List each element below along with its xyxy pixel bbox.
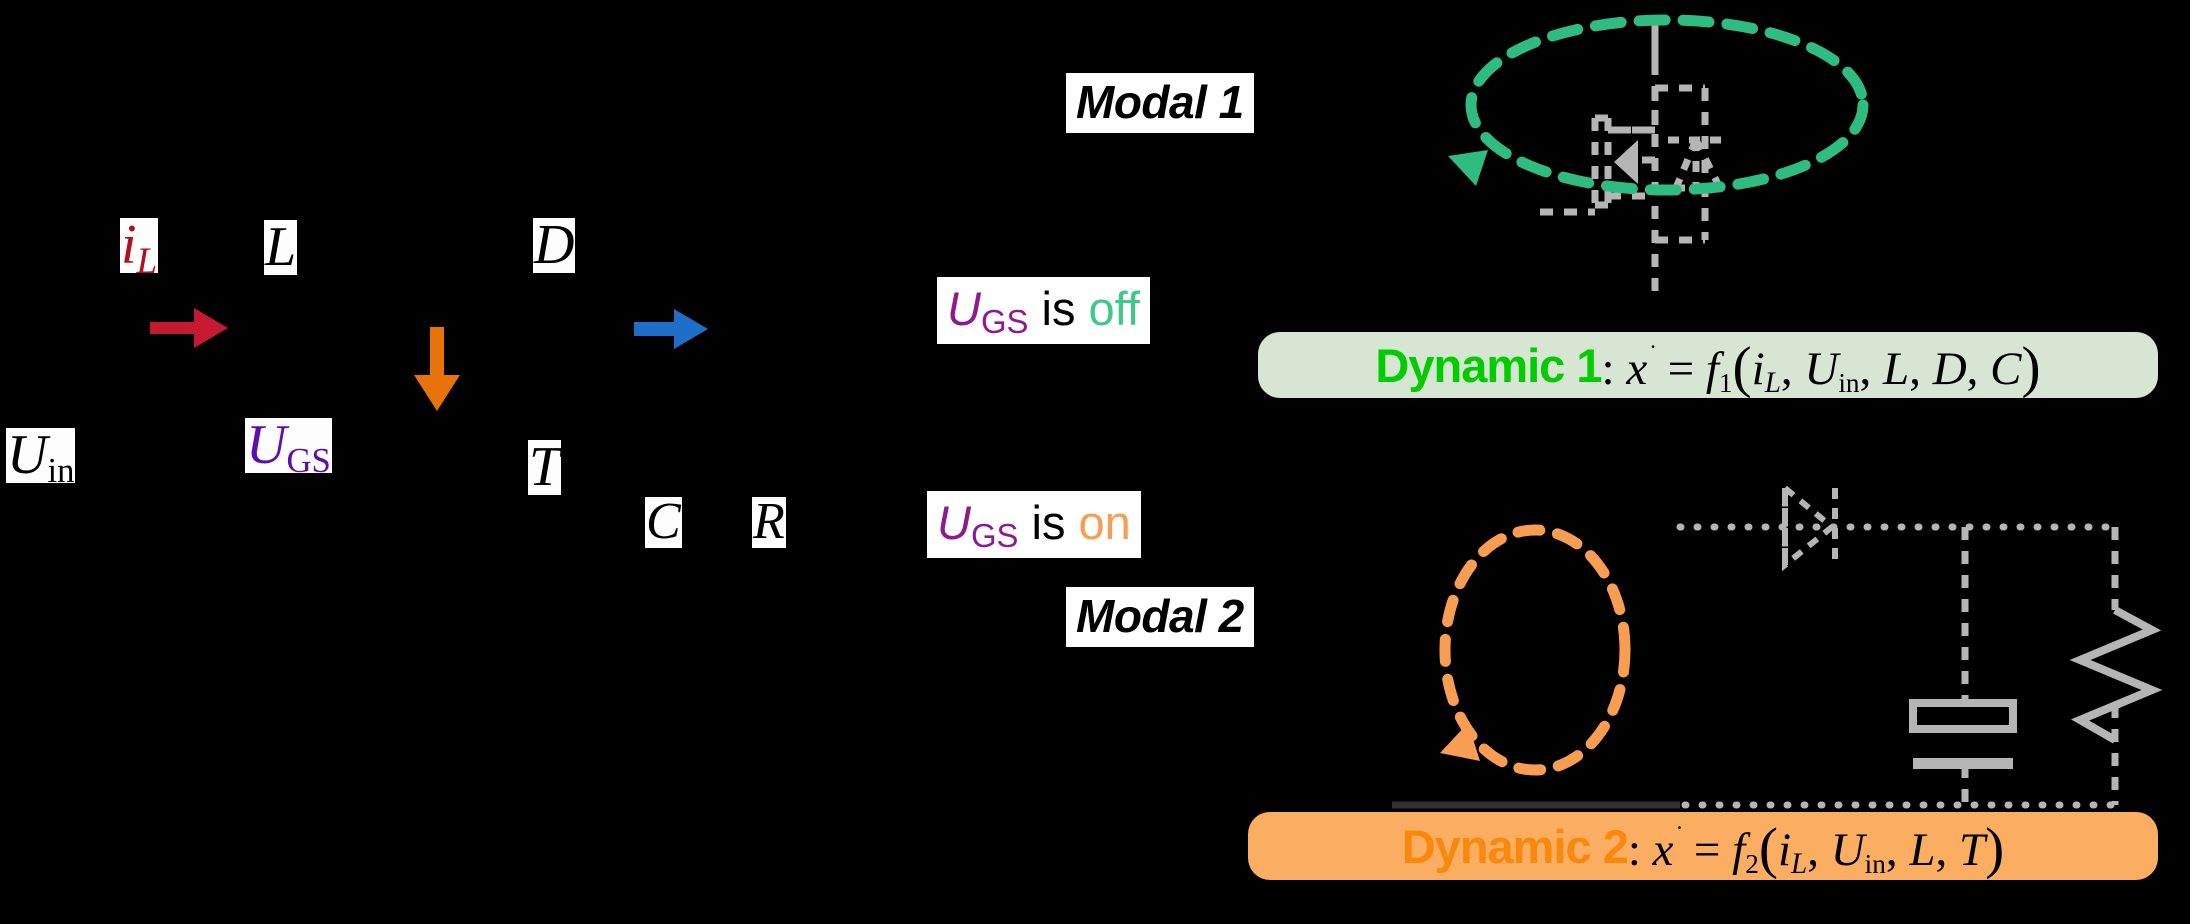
dynamic-2-tag: Dynamic 2 xyxy=(1401,819,1629,873)
dynamic-2-func-sub: 2 xyxy=(1745,848,1759,879)
dynamic-1-pill: Dynamic 1: x˙ = f1(iL, Uin, L, D, C) xyxy=(1258,332,2158,400)
dynamic-1-arg-c: C xyxy=(1990,342,2022,395)
dynamic-2-equals: = xyxy=(1693,823,1721,876)
label-gate-voltage-base: U xyxy=(246,414,287,476)
modal-2-title: Modal 2 xyxy=(1066,587,1254,647)
modal-2-gate-verb: is xyxy=(1018,496,1079,549)
dynamic-2-pill: Dynamic 2: x˙ = f2(iL, Uin, L, T) xyxy=(1248,812,2158,880)
output-stage-schematic xyxy=(1392,481,2163,809)
label-inductor-current-base: i xyxy=(121,214,137,276)
label-gate-voltage-sub: GS xyxy=(286,441,331,481)
mosfet-highlight-schematic xyxy=(1448,14,1869,300)
output-stage-wires xyxy=(1392,523,2119,809)
label-resistor: R xyxy=(752,496,786,548)
dynamic-2-state: x xyxy=(1652,823,1674,876)
dynamic-2-arg-i: i xyxy=(1777,823,1792,876)
label-capacitor-text: C xyxy=(646,493,681,550)
label-diode: D xyxy=(533,217,576,273)
dynamic-1-equation: : x˙ = f1(iL, Uin, L, D, C) xyxy=(1601,336,2041,400)
modal-1-gate-status: UGS is off xyxy=(937,277,1150,344)
modal-2-gate-state: on xyxy=(1078,496,1131,549)
modal-2-gate-status: UGS is on xyxy=(927,491,1141,558)
resistor-icon xyxy=(2069,606,2163,744)
dynamic-1-func-sub: 1 xyxy=(1718,367,1733,398)
modal-1-gate-state: off xyxy=(1088,282,1140,335)
capacitor-icon xyxy=(1909,699,2017,769)
label-input-voltage-base: U xyxy=(7,424,48,486)
diode-icon xyxy=(1782,481,1838,572)
mode-2-highlight-loop xyxy=(1439,524,1631,776)
label-input-voltage-sub: in xyxy=(47,451,75,491)
dynamic-1-equals: = xyxy=(1667,342,1695,395)
label-inductor-current: iL xyxy=(120,217,159,279)
dynamic-2-arg-u: U xyxy=(1830,823,1865,876)
dynamic-1-arg-i: i xyxy=(1751,342,1765,395)
label-inductor-current-sub: L xyxy=(136,240,158,282)
mode-1-highlight-loop xyxy=(1465,14,1869,196)
modal-2-gate-sub: GS xyxy=(970,517,1019,555)
modal-1-title: Modal 1 xyxy=(1066,73,1254,133)
dynamic-2-func: f xyxy=(1732,823,1746,876)
dynamic-1-separator: : xyxy=(1601,342,1615,395)
mode-1-loop-arrowhead xyxy=(1448,150,1488,186)
label-transistor-text: T xyxy=(529,436,561,498)
dynamic-1-arg-l: L xyxy=(1883,342,1910,395)
modal-1-gate-symbol: UGS xyxy=(947,282,1028,338)
gate-drive-arrow xyxy=(414,327,460,411)
modal-2-gate-base: U xyxy=(937,496,971,549)
label-transistor: T xyxy=(528,439,562,495)
dynamic-1-arg-d: D xyxy=(1932,342,1967,395)
dynamic-1-tag: Dynamic 1 xyxy=(1375,338,1602,392)
label-capacitor: C xyxy=(645,496,682,548)
modal-2-title-text: Modal 2 xyxy=(1076,590,1244,642)
label-diode-text: D xyxy=(534,214,575,276)
inductor-current-arrow xyxy=(150,308,228,348)
mode-2-loop-arrowhead xyxy=(1440,723,1480,761)
modal-1-gate-verb: is xyxy=(1028,282,1089,335)
modal-1-gate-base: U xyxy=(947,282,981,335)
label-inductor: L xyxy=(264,219,298,275)
dynamic-1-func: f xyxy=(1705,342,1719,395)
dynamic-2-arg-t: T xyxy=(1959,823,1986,876)
dynamic-2-equation: : x˙ = f2(iL, Uin, L, T) xyxy=(1627,817,2005,881)
output-current-arrow xyxy=(634,309,708,349)
label-inductor-text: L xyxy=(265,216,297,278)
diode-symbol-icon xyxy=(1668,136,1725,192)
modal-1-gate-sub: GS xyxy=(980,303,1029,341)
dynamic-1-arg-u: U xyxy=(1804,342,1839,395)
dynamic-1-state: x xyxy=(1626,342,1648,395)
body-diode-icon xyxy=(1614,140,1638,184)
dynamic-2-separator: : xyxy=(1627,823,1641,876)
dynamic-2-arg-l: L xyxy=(1909,823,1936,876)
label-resistor-text: R xyxy=(753,493,785,550)
label-input-voltage: Uin xyxy=(6,427,76,488)
modal-1-title-text: Modal 1 xyxy=(1076,76,1244,128)
label-gate-voltage: UGS xyxy=(245,417,332,478)
modal-2-gate-symbol: UGS xyxy=(937,496,1018,552)
